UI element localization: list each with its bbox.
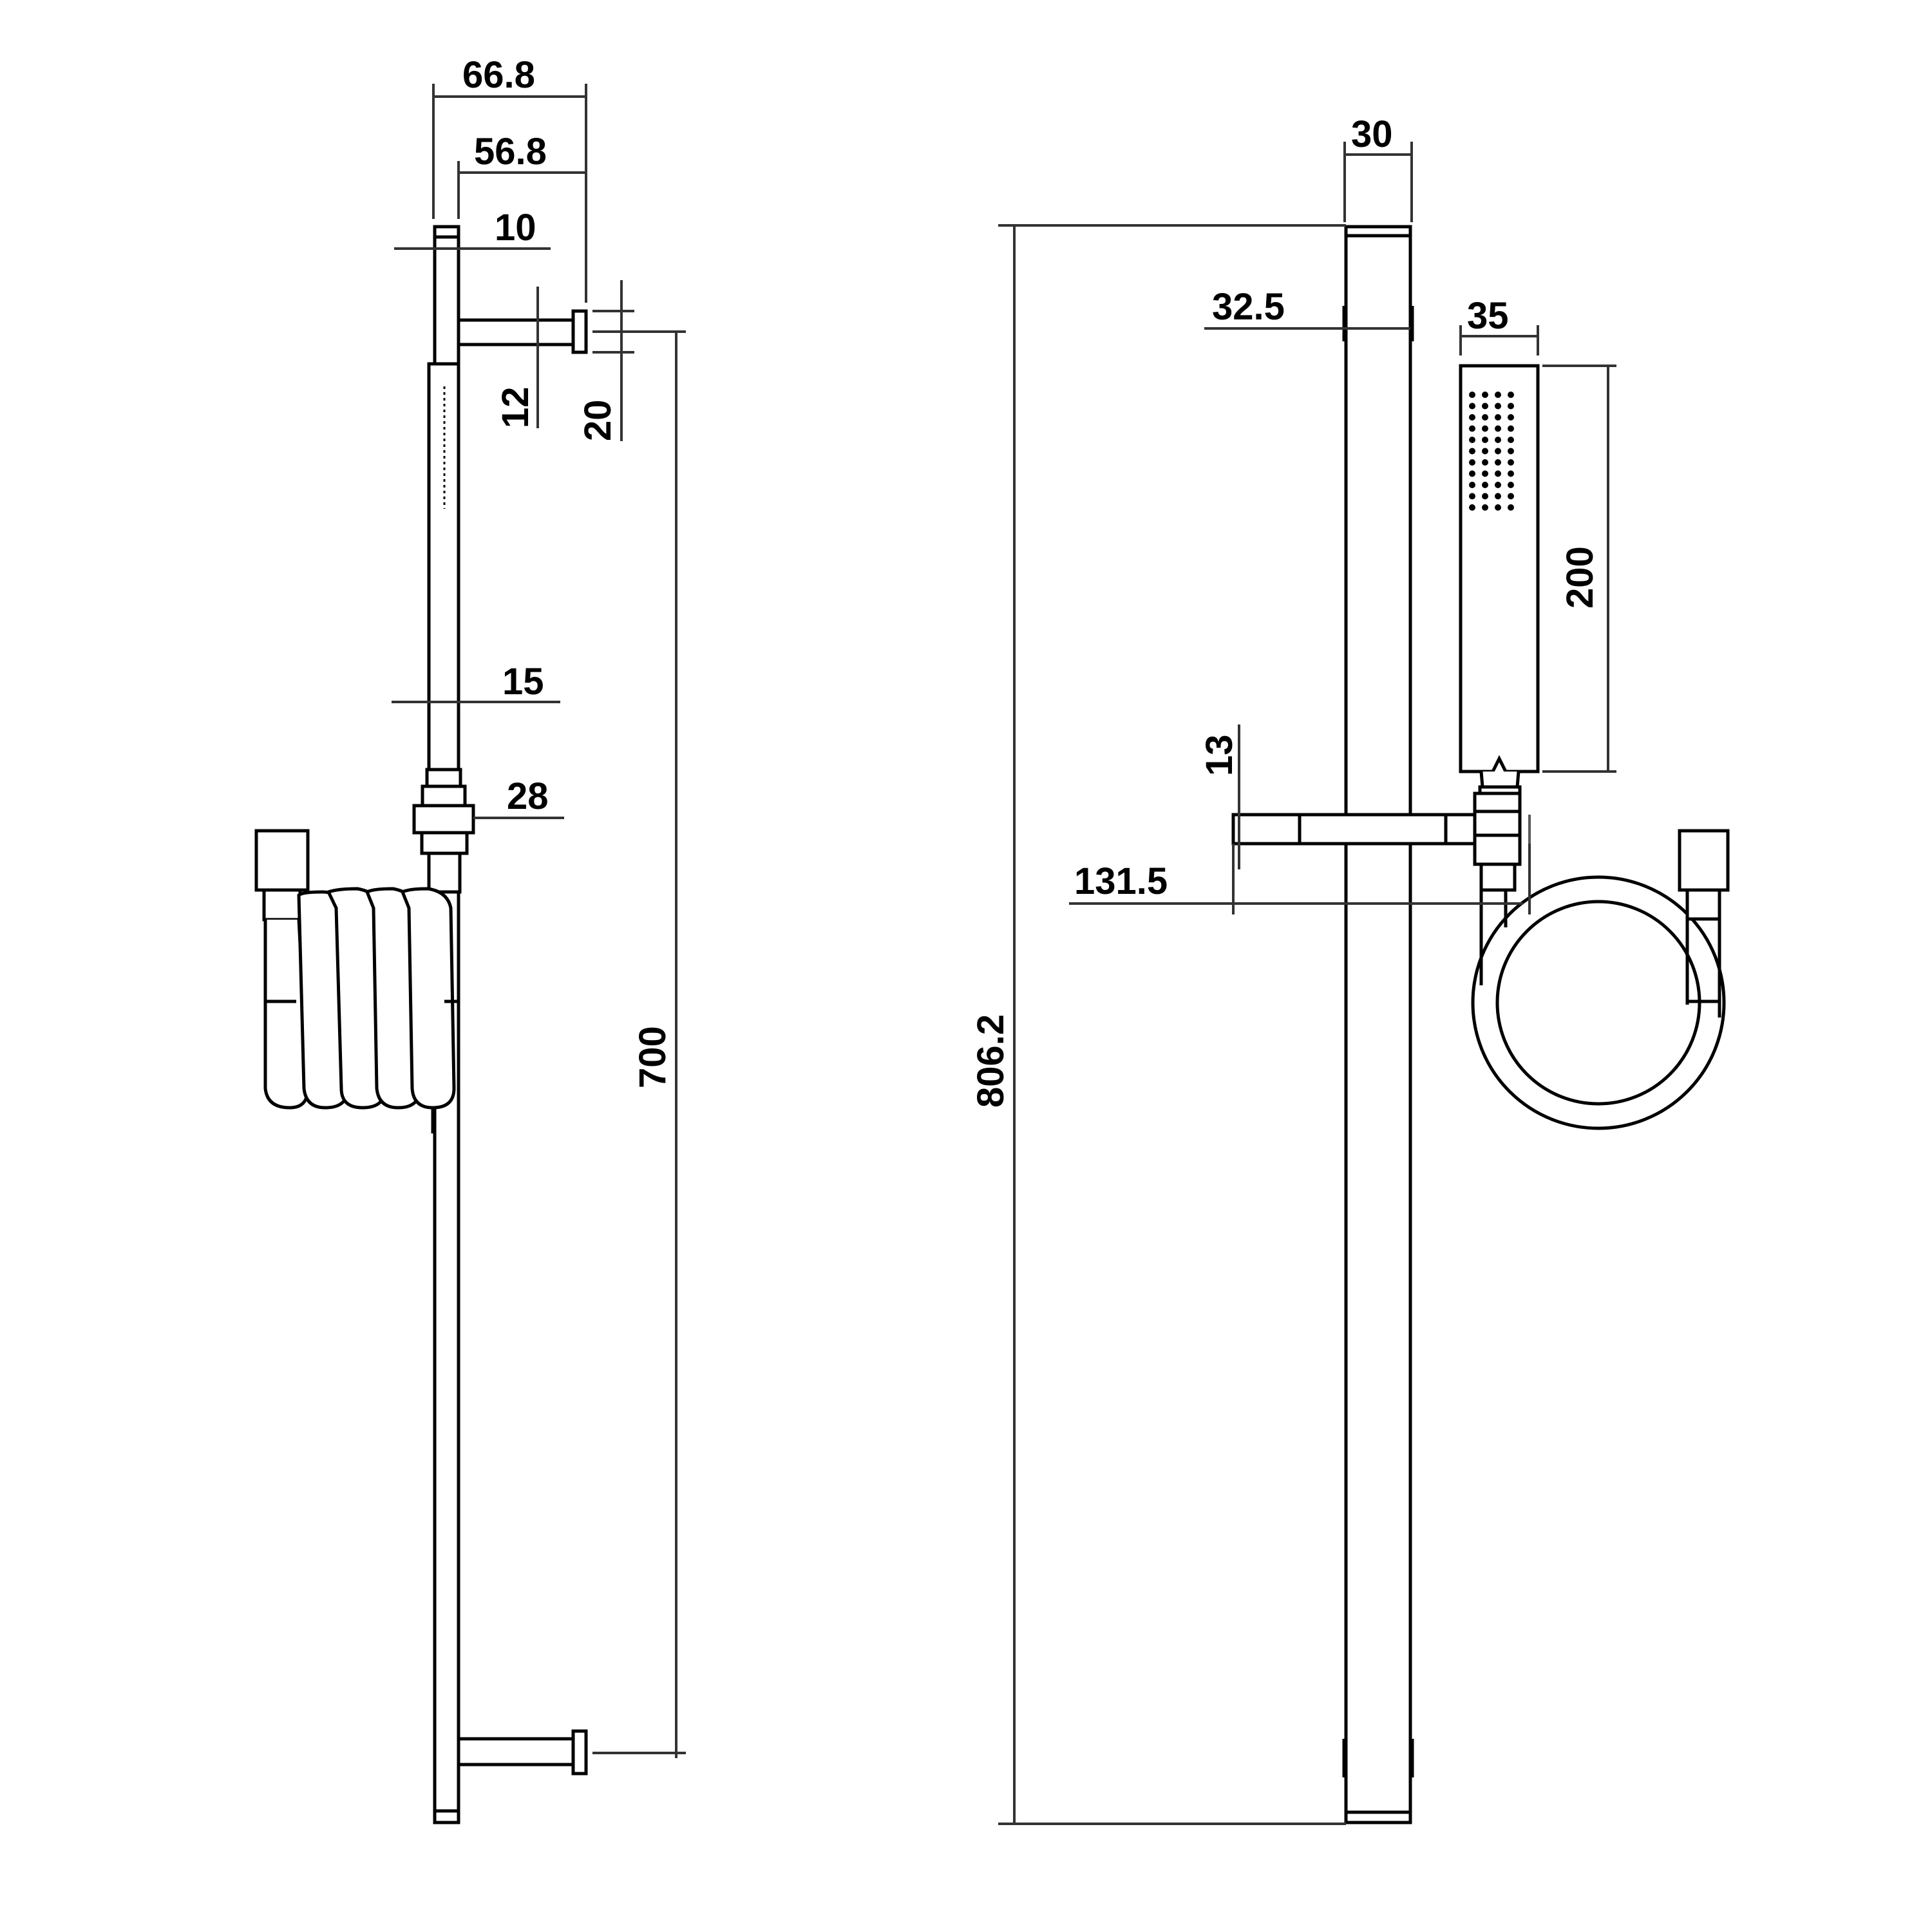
nozzle-dot xyxy=(1482,437,1488,443)
nozzle-dot xyxy=(1508,504,1514,511)
nozzle-dot xyxy=(1495,448,1501,455)
nozzle-dot xyxy=(1508,425,1514,432)
coiled-hose xyxy=(254,829,459,1133)
dim-label-bracket-height: 20 xyxy=(577,399,619,441)
dim-label-rail-thickness: 10 xyxy=(495,207,536,249)
looped-hose xyxy=(1471,829,1730,1130)
nozzle-dot xyxy=(1508,437,1514,443)
side-handshower xyxy=(412,362,475,894)
nozzle-dot xyxy=(1469,493,1475,500)
dim-label-head-width: 35 xyxy=(1467,295,1509,337)
dim-label-bracket-cap: 12 xyxy=(495,386,536,428)
dim-label-overall-depth: 66.8 xyxy=(462,54,535,96)
nozzle-dot xyxy=(1469,482,1475,488)
front-rail xyxy=(1342,225,1414,1824)
nozzle-dot xyxy=(1469,459,1475,466)
nozzle-dot xyxy=(1495,392,1501,398)
dim-label-handle-diameter: 15 xyxy=(502,661,544,703)
nozzle-dot xyxy=(1469,437,1475,443)
nozzle-dot xyxy=(1508,459,1514,466)
nozzle-dot xyxy=(1508,470,1514,477)
nozzle-dot xyxy=(1482,470,1488,477)
nozzle-dot xyxy=(1508,392,1514,398)
front-dimension-lines xyxy=(998,142,1616,1825)
nozzle-dot xyxy=(1482,504,1488,511)
dim-label-bracket-spacing: 700 xyxy=(632,1026,674,1088)
nozzle-dot xyxy=(1495,470,1501,477)
nozzle-dot xyxy=(1482,425,1488,432)
lower-wall-bracket xyxy=(459,1729,588,1776)
nozzle-dot xyxy=(1469,448,1475,455)
dim-label-overall-height: 806.2 xyxy=(970,1014,1012,1108)
nozzle-dot xyxy=(1495,425,1501,432)
nozzle-dot xyxy=(1508,448,1514,455)
dim-label-head-length: 200 xyxy=(1559,546,1601,609)
side-view xyxy=(254,84,686,1824)
nozzle-dot xyxy=(1469,414,1475,421)
dim-label-bracket-width: 32.5 xyxy=(1212,286,1285,328)
nozzle-dot xyxy=(1482,482,1488,488)
nozzle-grid xyxy=(1469,392,1514,511)
nozzle-dot xyxy=(1495,437,1501,443)
nozzle-dot xyxy=(1495,493,1501,500)
nozzle-dot xyxy=(1495,504,1501,511)
nozzle-dot xyxy=(1469,402,1475,410)
nozzle-dot xyxy=(1469,470,1475,477)
nozzle-dot xyxy=(1469,504,1475,511)
dim-label-bracket-projection: 56.8 xyxy=(474,131,547,173)
nozzle-dot xyxy=(1508,482,1514,488)
nozzle-dot xyxy=(1482,459,1488,466)
dim-label-holder-diameter: 28 xyxy=(507,775,549,817)
front-view xyxy=(998,142,1730,1825)
nozzle-dot xyxy=(1469,425,1475,432)
dim-label-arm-height: 13 xyxy=(1198,734,1240,776)
nozzle-dot xyxy=(1469,392,1475,398)
nozzle-dot xyxy=(1508,493,1514,500)
side-dimension-lines xyxy=(392,84,686,1758)
dim-label-rail-width: 30 xyxy=(1351,113,1393,155)
nozzle-dot xyxy=(1508,402,1514,410)
nozzle-dot xyxy=(1495,402,1501,410)
dim-label-arm-length: 131.5 xyxy=(1074,860,1168,902)
slider-holder xyxy=(1231,791,1531,902)
nozzle-dot xyxy=(1482,448,1488,455)
nozzle-dot xyxy=(1495,459,1501,466)
front-handshower xyxy=(1459,364,1540,795)
nozzle-dot xyxy=(1482,493,1488,500)
nozzle-dot xyxy=(1495,414,1501,421)
nozzle-dot xyxy=(1482,402,1488,410)
nozzle-dot xyxy=(1482,414,1488,421)
nozzle-dot xyxy=(1508,414,1514,421)
nozzle-dot xyxy=(1495,482,1501,488)
nozzle-dot xyxy=(1482,392,1488,398)
upper-wall-bracket xyxy=(459,309,588,354)
